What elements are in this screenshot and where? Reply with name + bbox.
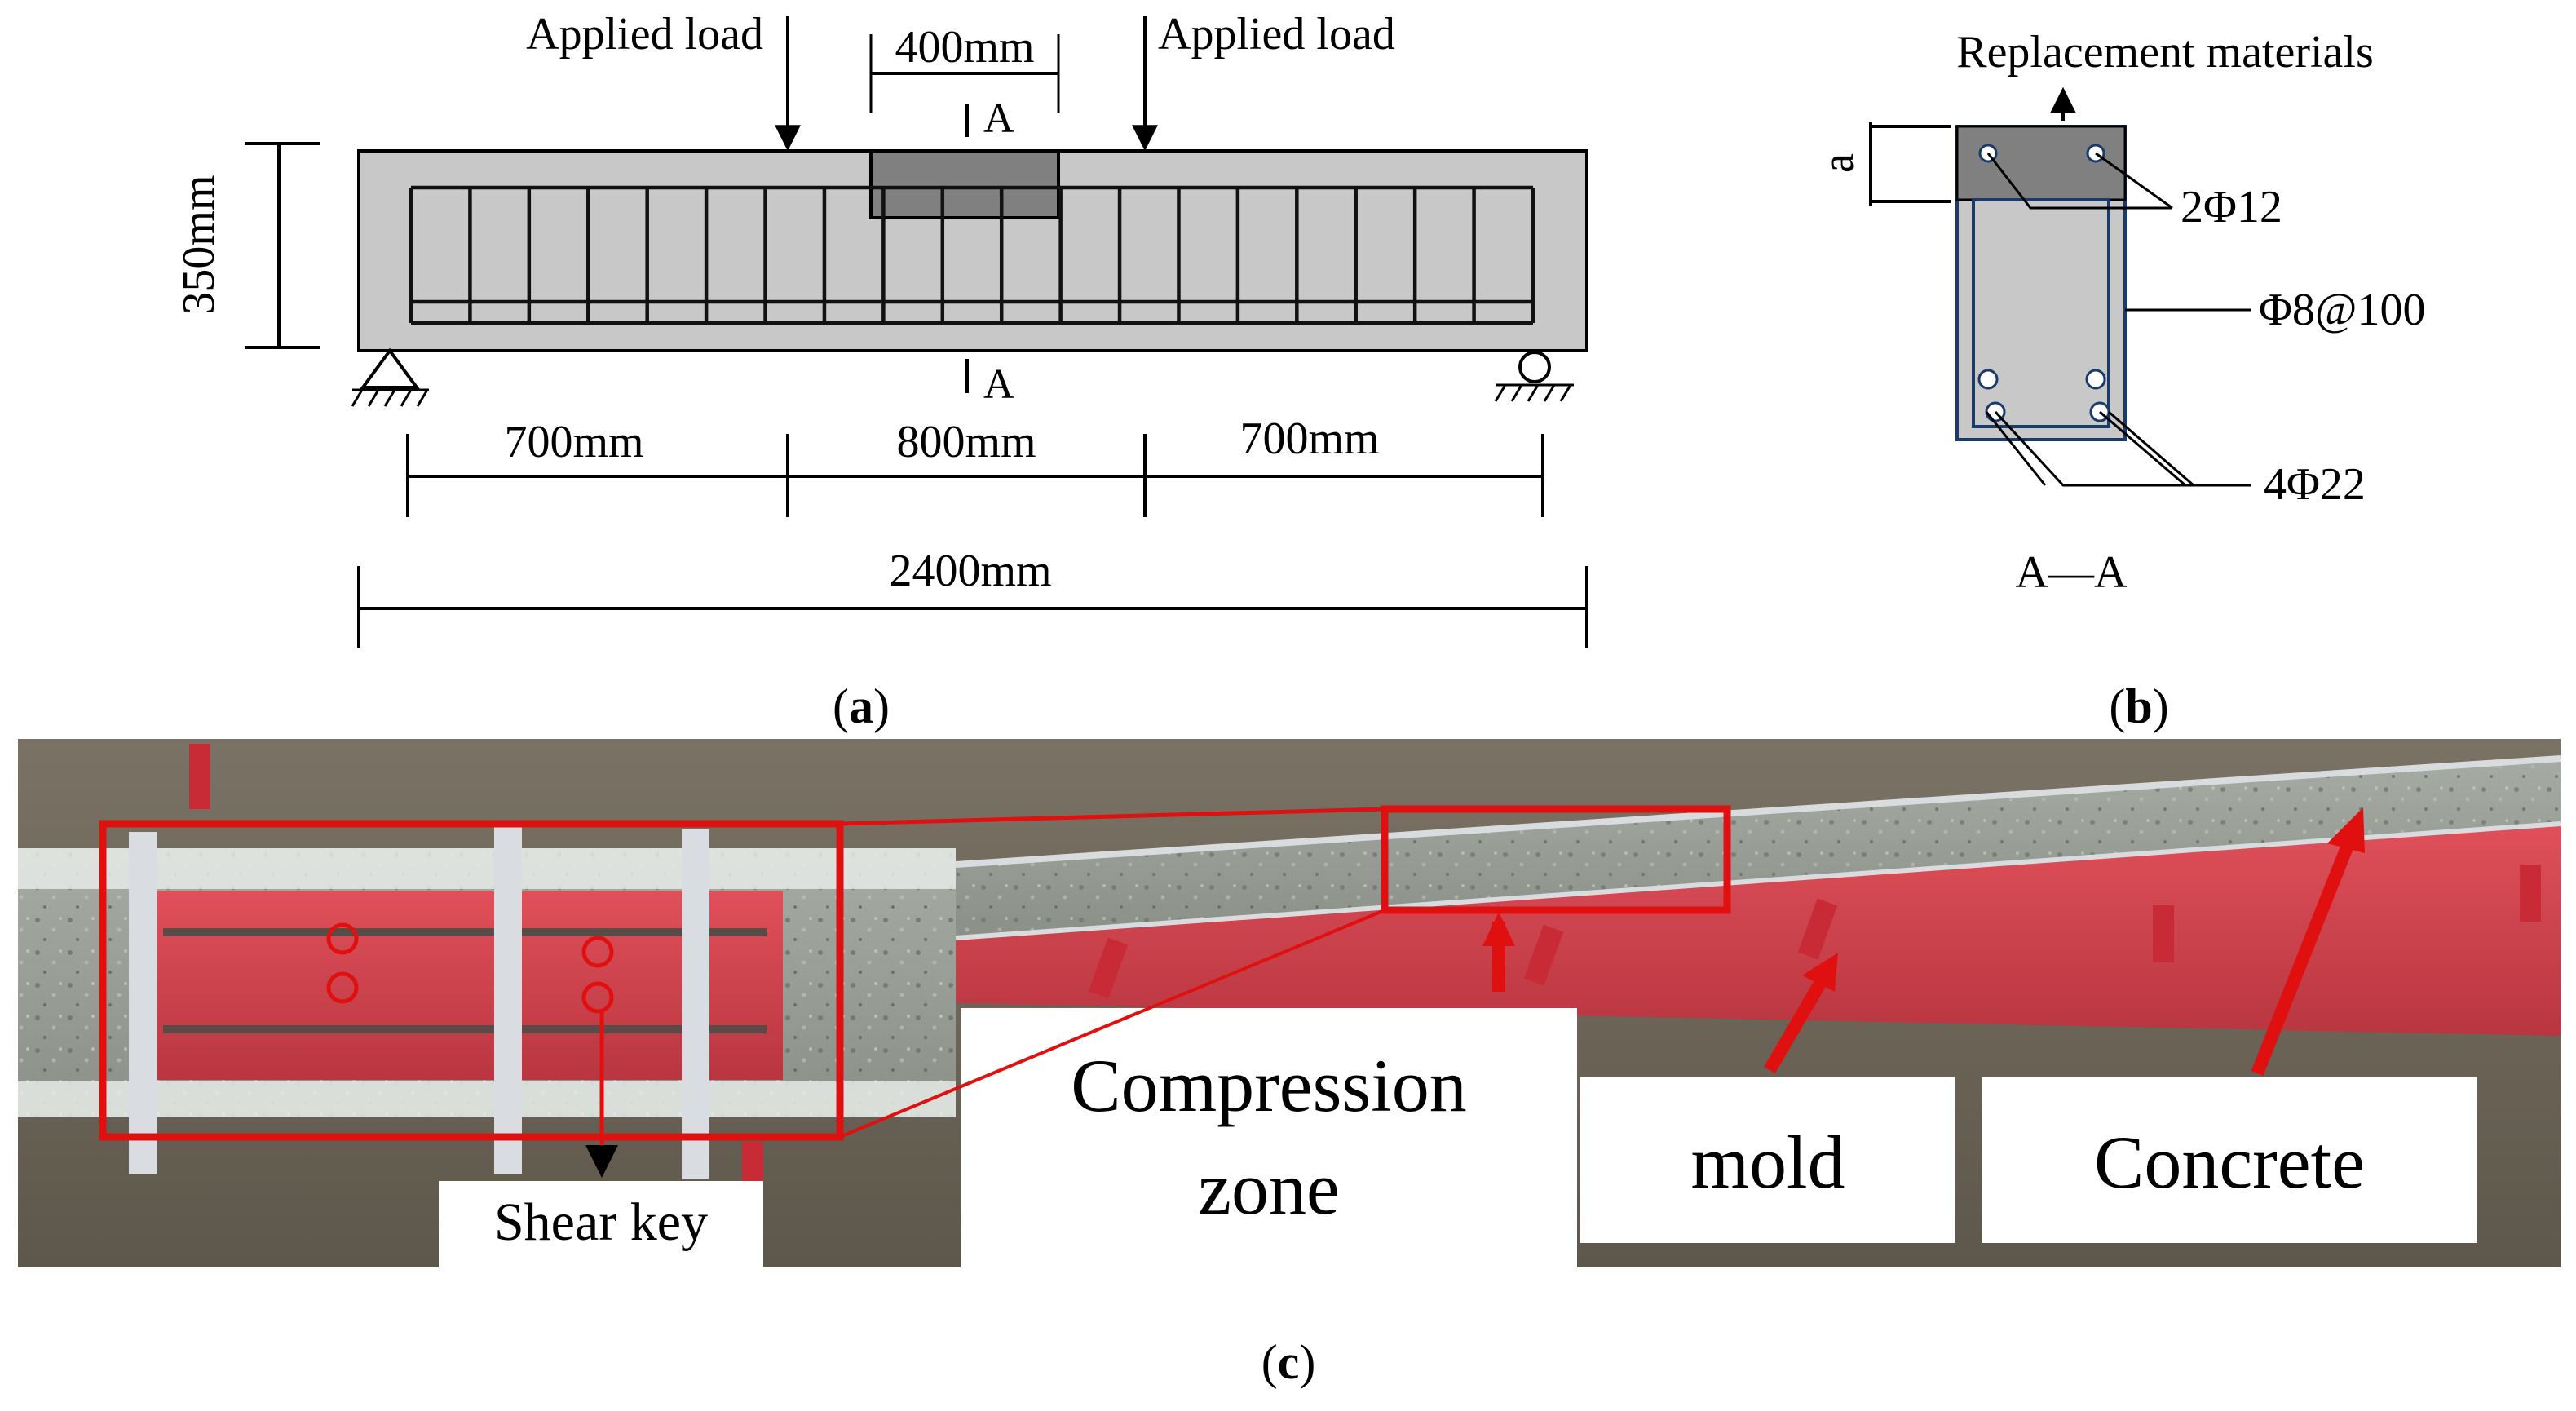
right-roller-support [1494,351,1574,402]
panel-b-cross-section: Replacement materials a 2Φ12 Φ8@100 4Φ22… [1814,27,2426,733]
mold-label: mold [1690,1121,1845,1204]
dim-shear-span-right: 700mm [1239,414,1379,464]
applied-load-right-label: Applied load [1158,9,1395,60]
panel-b-label: (b) [2109,679,2168,733]
section-replacement-layer [1955,125,2127,201]
dim-pure-bending: 800mm [896,417,1036,467]
zoom-connector-top [839,807,1385,826]
section-mark-top: A [983,95,1014,142]
panel-c-photos: Shear key Compression zone [18,739,2561,1389]
concrete-label: Concrete [2094,1121,2365,1204]
dim-height: 350mm [174,175,224,314]
shear-key-highlight [99,820,844,1141]
stirrups [409,188,1535,323]
dim-total-length: 2400mm [889,546,1051,596]
compression-zone-highlight [1381,805,1731,914]
panel-c-label: (c) [1261,1335,1316,1389]
section-name-label: A—A [2016,547,2128,598]
left-pin-support [351,347,429,407]
compression-zone-label-line2: zone [1198,1147,1340,1230]
reinforcement-cage [409,185,1535,325]
dim-a: a [1814,153,1862,173]
compression-zone-label-line1: Compression [1071,1044,1467,1127]
stirrups-label: Φ8@100 [2259,285,2426,335]
section-stirrup [1972,198,2110,428]
section-mark-bottom: A [983,361,1014,408]
panel-a-elevation: Applied load Applied load 400mm A A 350m… [174,9,1588,733]
panel-a-label: (a) [833,679,890,733]
dim-shear-span-left: 700mm [504,417,643,467]
bottom-bars-label: 4Φ22 [2264,459,2366,510]
bottom-bar [1977,369,1999,390]
shear-key-label: Shear key [494,1192,708,1252]
applied-load-left-label: Applied load [526,9,763,60]
top-bars-label: 2Φ12 [2181,182,2282,232]
replacement-materials-label: Replacement materials [1956,27,2374,77]
photo-top-view: Shear key [18,739,956,1267]
dim-replacement-length: 400mm [895,22,1034,73]
photo-side-view: Compression zone mold Concrete [955,739,2561,1267]
zoom-connector-bottom [839,909,1385,1139]
bottom-bar [2085,369,2106,390]
replacement-zone [869,149,1060,219]
